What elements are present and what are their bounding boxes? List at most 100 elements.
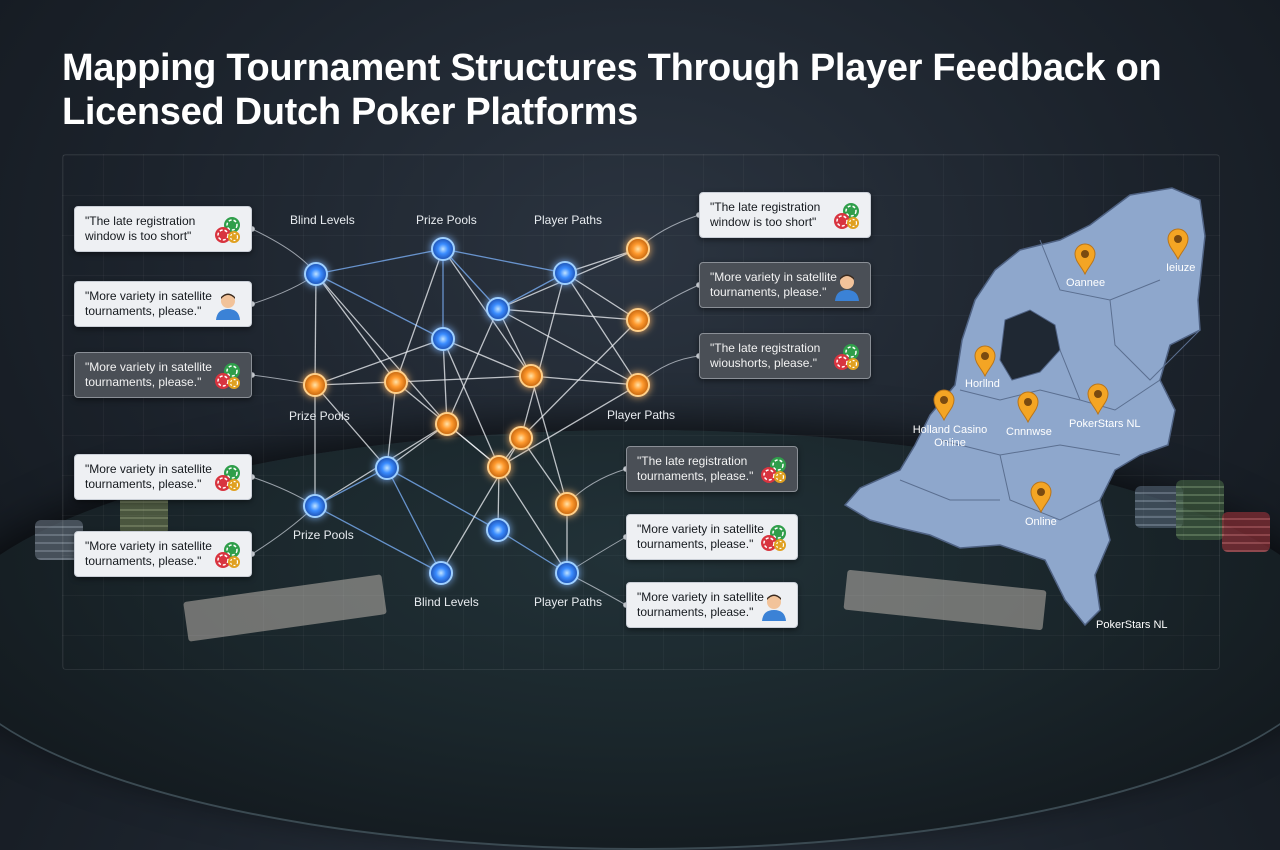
map-label-pokerstars-bottom: PokerStars NL (1096, 619, 1168, 631)
graph-edge (442, 248, 566, 274)
orange-node (384, 370, 408, 394)
graph-edge (442, 338, 448, 425)
graph-edge (497, 529, 568, 574)
graph-edge (564, 248, 639, 274)
feedback-card-right: "More variety in satellite tournaments, … (699, 262, 871, 308)
graph-edge (314, 338, 444, 386)
map-label-online: Online (1025, 516, 1057, 528)
map-pin-icon (1017, 391, 1039, 424)
graph-edge (314, 467, 388, 507)
label-player-paths-right: Player Paths (607, 408, 676, 422)
feedback-card-right: "More variety in satellite tournaments, … (626, 514, 798, 560)
graph-edge (520, 272, 566, 439)
blue-node (304, 262, 328, 286)
player-avatar-icon (835, 274, 859, 301)
graph-edge (442, 248, 499, 310)
blue-node (429, 561, 453, 585)
feedback-text: "More variety in satellite tournaments, … (85, 360, 212, 389)
label-blind-levels-bottom: Blind Levels (414, 595, 479, 609)
blue-node (555, 561, 579, 585)
graph-edge (498, 466, 568, 574)
blue-node (486, 297, 510, 321)
map-pin-icon (1074, 243, 1096, 276)
orange-node (626, 373, 650, 397)
map-inner-sea (999, 309, 1061, 381)
graph-edge (498, 384, 639, 468)
feedback-text: "More variety in satellite tournaments, … (710, 270, 837, 299)
map-pin-icon (933, 389, 955, 422)
graph-edge (530, 375, 639, 386)
graph-edge (497, 308, 639, 321)
feedback-text: "The late registration window is too sho… (710, 200, 821, 229)
map-pin-icon (974, 345, 996, 378)
poker-chips-icon (215, 363, 240, 389)
graph-edge (314, 273, 317, 386)
feedback-card-left: "More variety in satellite tournaments, … (74, 352, 252, 398)
feedback-text: "The late registration tournaments, plea… (637, 454, 754, 483)
map-pins (933, 228, 1189, 514)
chip-stack-left-2 (120, 495, 168, 535)
graph-edge (564, 272, 639, 386)
feedback-text: "More variety in satellite tournaments, … (85, 462, 212, 491)
graph-edge (315, 273, 397, 383)
poker-chips-icon (761, 525, 786, 551)
blue-node (375, 456, 399, 480)
netherlands-map (843, 187, 1206, 627)
feedback-text: "The late registration window is too sho… (85, 214, 196, 243)
orange-node (509, 426, 533, 450)
orange-node (435, 412, 459, 436)
feedback-text: "More variety in satellite tournaments, … (85, 539, 212, 568)
graph-edge (315, 248, 444, 275)
label-prize-pools-left: Prize Pools (289, 409, 350, 423)
map-label-north-center: Oannee (1066, 277, 1106, 289)
poker-chips-icon (761, 457, 786, 483)
feedback-card-left: "More variety in satellite tournaments, … (74, 531, 252, 577)
blue-node (303, 494, 327, 518)
map-label-pokerstars: PokerStars NL (1069, 418, 1141, 430)
label-prize-pools-top: Prize Pools (416, 213, 477, 227)
map-label-north-east: Ieiuze (1166, 262, 1196, 274)
chip-stack-right (1135, 486, 1183, 528)
label-player-paths-top: Player Paths (534, 213, 603, 227)
graph-edge (530, 375, 568, 505)
map-pin-icon (1030, 481, 1052, 514)
poker-chips-icon (215, 542, 240, 568)
orange-node (626, 308, 650, 332)
label-prize-pools-bottom: Prize Pools (293, 528, 354, 542)
orange-node (519, 364, 543, 388)
feedback-card-left: "More variety in satellite tournaments, … (74, 281, 252, 327)
chip-stack-right-3 (1222, 512, 1270, 552)
blue-node (553, 261, 577, 285)
feedback-text: "More variety in satellite tournaments, … (637, 522, 764, 551)
graph-edge (395, 375, 532, 383)
graph-edge (386, 467, 499, 531)
poker-chips-icon (215, 465, 240, 491)
blue-node (431, 327, 455, 351)
graph-edge (314, 384, 388, 469)
blue-node (486, 518, 510, 542)
orange-node (626, 237, 650, 261)
graph-edge (564, 272, 639, 321)
label-blind-levels-top: Blind Levels (290, 213, 355, 227)
map-label-center: Cnnnwse (1006, 426, 1052, 438)
graph-edge (395, 248, 444, 383)
orange-node (487, 455, 511, 479)
graph-edge (442, 338, 532, 377)
blue-node (431, 237, 455, 261)
map-label-holland: Horllnd (965, 378, 1000, 390)
page-title: Mapping Tournament Structures Through Pl… (62, 47, 1162, 133)
feedback-card-right: "The late registration tournaments, plea… (626, 446, 798, 492)
label-player-paths-bottom: Player Paths (534, 595, 603, 609)
chip-stack-right-2 (1176, 480, 1224, 540)
graph-edge (314, 505, 442, 574)
map-label-holland-casino: Holland Casino Online (912, 424, 988, 449)
feedback-text: "More variety in satellite tournaments, … (637, 590, 764, 619)
orange-node (303, 373, 327, 397)
player-avatar-icon (762, 594, 786, 621)
graph-edge (497, 308, 532, 377)
poker-chips-icon (834, 203, 859, 229)
network-graph (249, 212, 702, 608)
feedback-card-right: "The late registration wioushorts, pleas… (699, 333, 871, 379)
graph-edge (497, 272, 566, 310)
graph-edge (315, 273, 444, 340)
